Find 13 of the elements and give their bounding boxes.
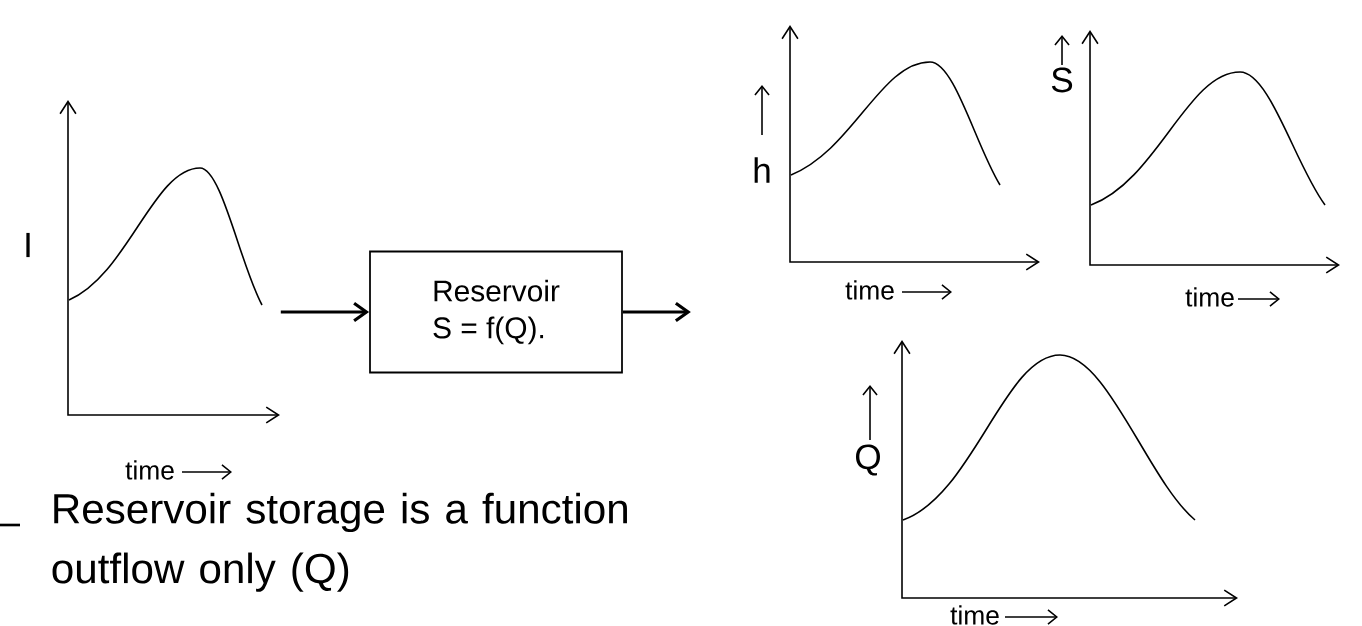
graph-drawing <box>1081 30 1340 274</box>
process-box: Reservoir S = f(Q). <box>369 250 623 374</box>
axis-label: time <box>950 605 999 625</box>
axis-label: time <box>125 460 174 480</box>
axis-label: time <box>1185 287 1234 307</box>
axis-label: S <box>1051 67 1073 93</box>
arrow <box>280 301 370 323</box>
graph-drawing <box>59 100 280 424</box>
axis-label: time <box>845 280 894 300</box>
graph-drawing <box>781 25 1040 271</box>
arrow <box>622 301 691 323</box>
note-text: Reservoir storage is a function outflow only (Q) <box>52 492 627 592</box>
graph-drawing <box>893 340 1238 607</box>
